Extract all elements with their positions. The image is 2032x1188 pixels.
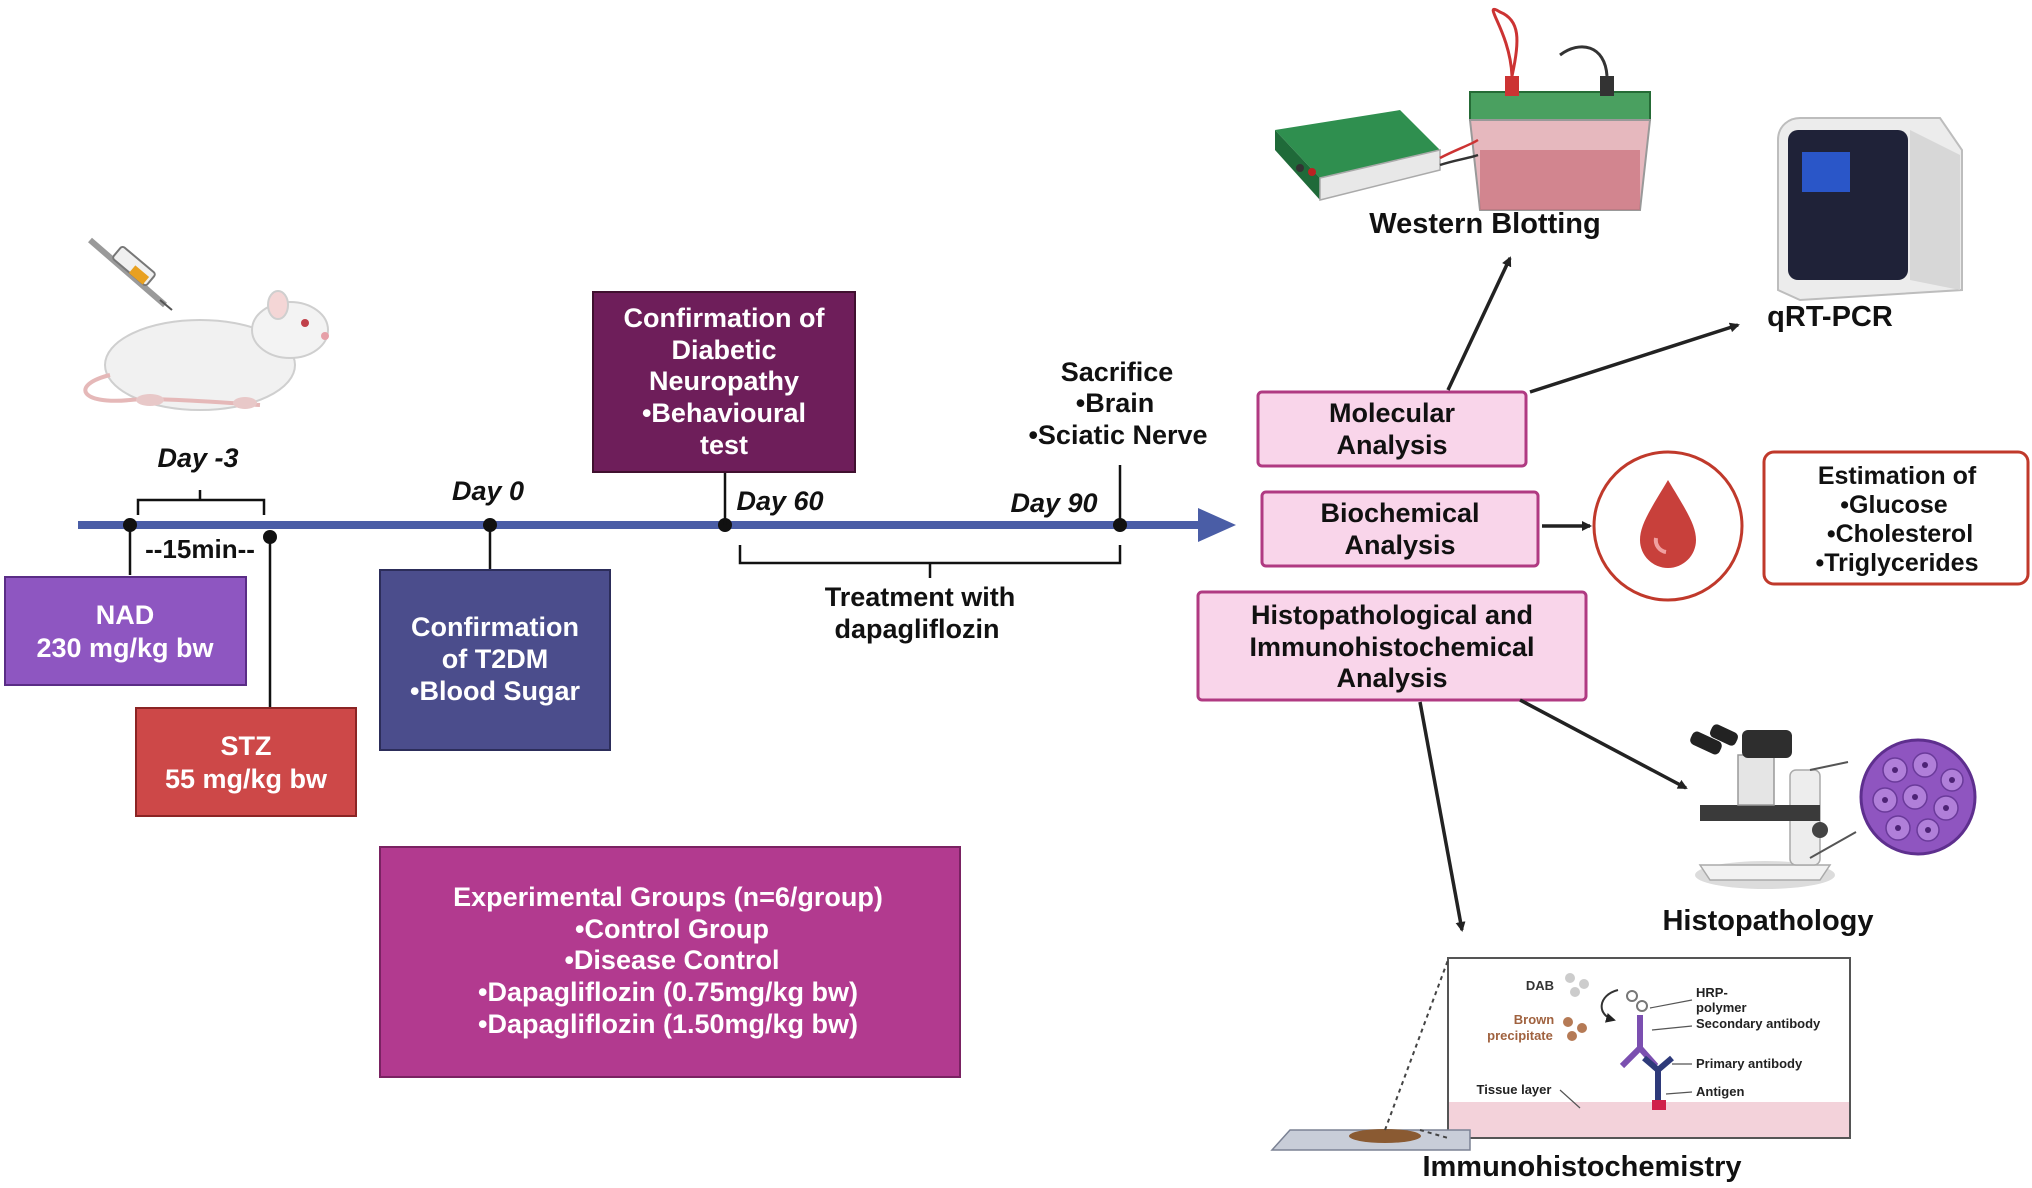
groups-disease: •Disease Control [564, 945, 779, 975]
stz-label: STZ [221, 731, 272, 761]
molecular-line1: Molecular [1329, 398, 1456, 428]
estimation-triglycerides: •Triglycerides [1815, 549, 1978, 577]
ihc-brown-label-line2: precipitate [1487, 1028, 1553, 1043]
neuropathy-line4: •Behavioural [642, 398, 806, 428]
connector-arrows [1418, 256, 1740, 932]
estimation-cholesterol: •Cholesterol [1827, 520, 1973, 548]
biochemical-analysis-box: Biochemical Analysis [1260, 490, 1540, 568]
day-minus3-label: Day -3 [157, 443, 238, 473]
experimental-groups-box: Experimental Groups (n=6/group) •Control… [379, 846, 961, 1078]
molecular-analysis-box: Molecular Analysis [1256, 390, 1528, 468]
ihc-primary-label: Primary antibody [1696, 1056, 1803, 1071]
estimation-box: Estimation of •Glucose •Cholesterol •Tri… [1762, 450, 2030, 586]
groups-control: •Control Group [575, 914, 769, 944]
qrtpcr-label: qRT-PCR [1767, 301, 1893, 333]
microscope-slide-icon [1270, 959, 1471, 1151]
day0-label: Day 0 [452, 476, 524, 506]
molecular-line2: Analysis [1336, 430, 1447, 460]
ihc-dab-label: DAB [1526, 978, 1554, 993]
sacrifice-line3: •Sciatic Nerve [1028, 420, 1207, 450]
day60-label: Day 60 [736, 486, 823, 516]
ihc-label: Immunohistochemistry [1422, 1151, 1741, 1183]
histopathology-label: Histopathology [1662, 905, 1873, 937]
neuropathy-line3: Neuropathy [649, 366, 799, 396]
ihc-tissue-label: Tissue layer [1477, 1082, 1552, 1097]
groups-dapa-high: •Dapagliflozin (1.50mg/kg bw) [478, 1009, 858, 1039]
groups-dapa-low: •Dapagliflozin (0.75mg/kg bw) [478, 977, 858, 1007]
biochemical-line1: Biochemical [1320, 498, 1479, 528]
t2dm-line1: Confirmation [411, 612, 579, 642]
timeline [78, 465, 1236, 708]
sacrifice-line2: •Brain [1076, 388, 1154, 418]
nad-box: NAD 230 mg/kg bw [4, 576, 247, 686]
neuropathy-line5: test [700, 430, 748, 460]
ihc-detail-panel [1447, 957, 1851, 1139]
t2dm-line2: of T2DM [442, 644, 548, 674]
t2dm-box: Confirmation of T2DM •Blood Sugar [379, 569, 611, 751]
stz-box: STZ 55 mg/kg bw [135, 707, 357, 817]
histo-line2: Immunohistochemical [1249, 632, 1534, 662]
histo-line1: Histopathological and [1251, 600, 1533, 630]
biochemical-line2: Analysis [1344, 530, 1455, 560]
western-blot-apparatus-icon [1275, 7, 1652, 211]
qpcr-machine-icon [1777, 117, 1963, 302]
estimation-glucose: •Glucose [1840, 491, 1947, 519]
stz-dose: 55 mg/kg bw [165, 764, 328, 794]
rat-with-syringe-icon [83, 237, 329, 411]
treatment-label-line1: Treatment with [825, 582, 1016, 612]
histo-line3: Analysis [1336, 663, 1447, 693]
blood-drop-icon [1592, 450, 1744, 602]
microscope-icon [1690, 724, 1857, 889]
ihc-hrp-label-line1: HRP- [1696, 985, 1728, 1000]
t2dm-line3: •Blood Sugar [410, 676, 580, 706]
histo-analysis-box: Histopathological and Immunohistochemica… [1196, 590, 1588, 702]
nad-dose: 230 mg/kg bw [36, 633, 214, 663]
ihc-secondary-label: Secondary antibody [1696, 1016, 1821, 1031]
sacrifice-line1: Sacrifice [1061, 357, 1174, 387]
treatment-label-line2: dapagliflozin [835, 614, 1000, 644]
day90-label: Day 90 [1010, 488, 1097, 518]
estimation-title: Estimation of [1818, 462, 1977, 490]
tissue-cells-magnified-icon [1859, 738, 1977, 856]
ihc-brown-label-line1: Brown [1514, 1012, 1555, 1027]
nad-label: NAD [96, 600, 155, 630]
neuropathy-line2: Diabetic [671, 335, 776, 365]
interval-label: --15min-- [145, 534, 255, 564]
neuropathy-line1: Confirmation of [624, 303, 826, 333]
ihc-hrp-label-line2: polymer [1696, 1000, 1747, 1015]
western-blotting-label: Western Blotting [1369, 208, 1600, 240]
groups-title: Experimental Groups (n=6/group) [453, 882, 883, 912]
neuropathy-box: Confirmation of Diabetic Neuropathy •Beh… [592, 291, 856, 473]
ihc-antigen-label: Antigen [1696, 1084, 1744, 1099]
